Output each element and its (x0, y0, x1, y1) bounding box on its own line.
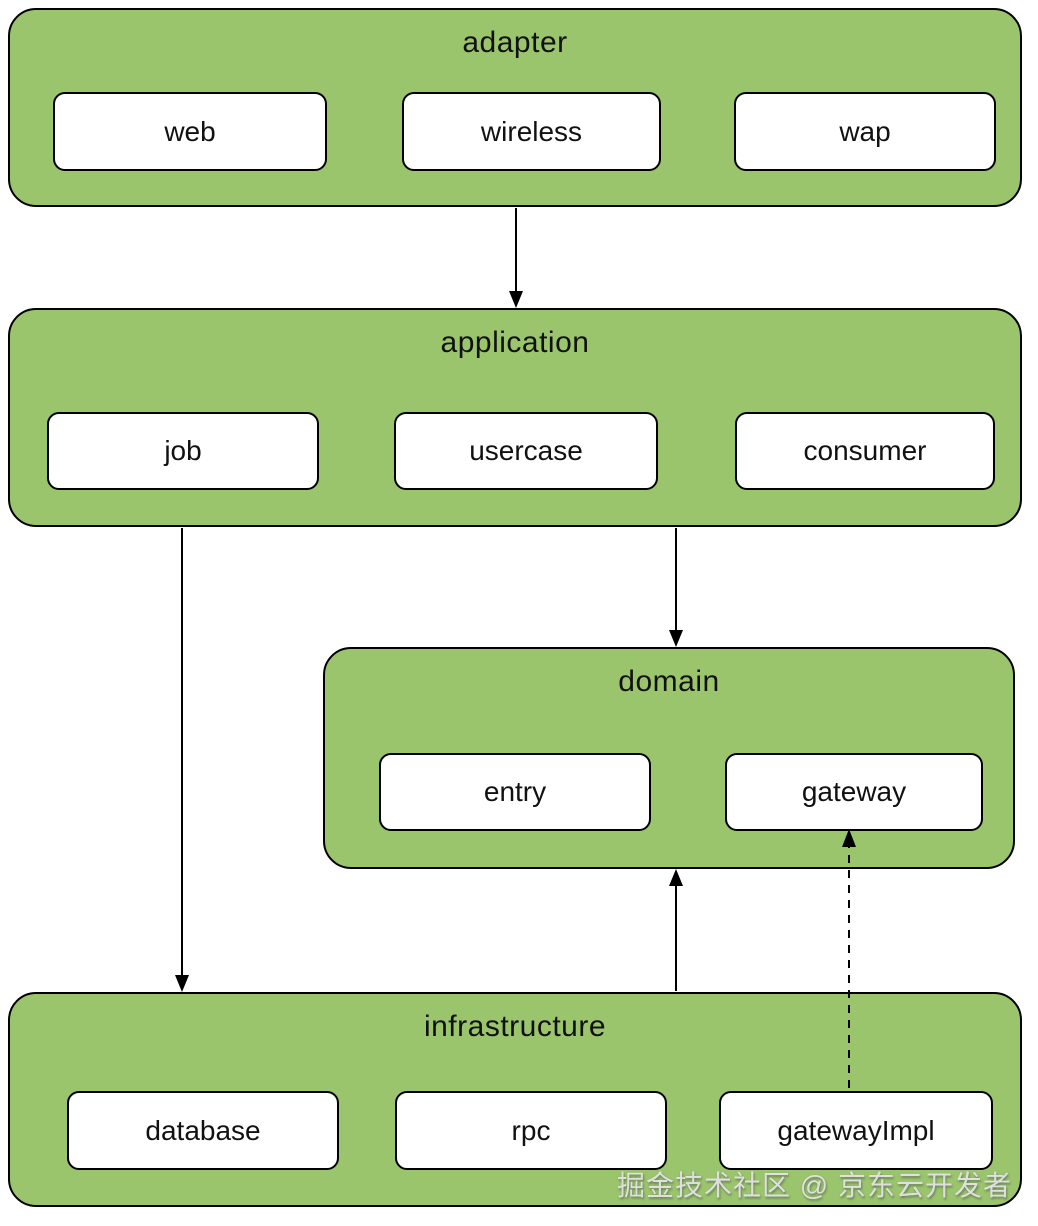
arrow-job-to-infrastructure (175, 528, 189, 992)
arrow-application-to-domain (669, 528, 683, 647)
node-rpc: rpc (395, 1091, 667, 1170)
layer-adapter: adapter web wireless wap (8, 8, 1022, 207)
layer-domain: domain entry gateway (323, 647, 1015, 869)
node-entry: entry (379, 753, 651, 831)
node-database-label: database (145, 1114, 261, 1146)
node-wap: wap (734, 92, 996, 171)
arrow-infrastructure-to-domain (669, 869, 683, 991)
node-database: database (67, 1091, 339, 1170)
layer-adapter-title: adapter (462, 26, 568, 59)
node-consumer: consumer (735, 412, 995, 490)
arrow-adapter-to-application (509, 208, 523, 308)
node-gateway-label: gateway (801, 776, 907, 807)
layer-infrastructure: infrastructure database rpc gatewayImpl (8, 992, 1022, 1207)
node-wireless-label: wireless (480, 115, 583, 147)
node-rpc-label: rpc (511, 1114, 551, 1146)
node-wap-label: wap (839, 115, 891, 147)
watermark-text: 掘金技术社区 @ 京东云开发者 (617, 1170, 1012, 1201)
layer-domain-title: domain (618, 665, 720, 698)
node-gatewayimpl: gatewayImpl (719, 1091, 993, 1170)
layer-application-title: application (440, 326, 590, 359)
layer-application: application job usercase consumer (8, 308, 1022, 527)
node-usercase: usercase (394, 412, 658, 490)
node-entry-label: entry (483, 776, 547, 807)
node-wireless: wireless (402, 92, 661, 171)
node-gatewayimpl-label: gatewayImpl (777, 1114, 935, 1146)
node-gateway: gateway (725, 753, 983, 831)
node-job: job (47, 412, 319, 490)
node-consumer-label: consumer (803, 435, 927, 466)
node-web: web (53, 92, 327, 171)
node-job-label: job (164, 435, 202, 466)
node-usercase-label: usercase (469, 435, 583, 466)
node-web-label: web (164, 115, 216, 147)
layer-infrastructure-title: infrastructure (423, 1010, 607, 1043)
